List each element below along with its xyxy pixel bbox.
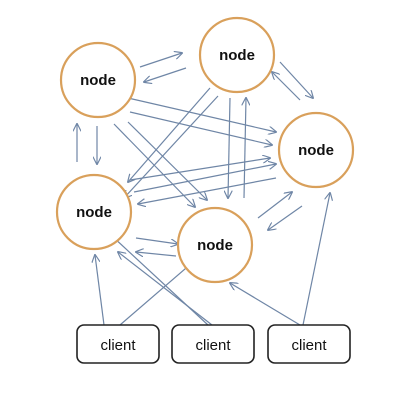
node-label: node [80, 72, 116, 89]
client-label: client [100, 337, 136, 354]
connection-arrow [144, 67, 187, 82]
connection-arrow [118, 252, 213, 326]
connection-arrow [302, 193, 330, 326]
connection-arrow [127, 121, 207, 200]
node-middle-left: node [55, 173, 133, 251]
node-label: node [197, 237, 233, 254]
connection-arrow [244, 98, 246, 199]
connection-arrow [135, 237, 178, 244]
connection-arrow [279, 61, 313, 98]
connection-arrow [129, 158, 270, 181]
connection-arrow [268, 205, 303, 230]
node-bottom-center: node [176, 206, 254, 284]
client-center: client [171, 324, 255, 364]
client-label: client [195, 337, 231, 354]
connection-arrow [138, 177, 277, 204]
connection-arrow [112, 236, 209, 326]
connection-arrow [128, 87, 211, 182]
node-circle [176, 206, 254, 284]
node-right: node [277, 111, 355, 189]
connection-arrow [257, 192, 292, 219]
node-circle [59, 41, 137, 119]
node-circle [198, 16, 276, 94]
connection-arrows [77, 53, 330, 326]
node-label: node [76, 204, 112, 221]
connection-arrow [136, 252, 177, 256]
client-box [171, 324, 255, 364]
node-label: node [219, 47, 255, 64]
connection-arrow [133, 164, 276, 193]
client-right: client [267, 324, 351, 364]
node-circle [277, 111, 355, 189]
connection-arrow [272, 72, 301, 101]
connection-arrow [95, 255, 105, 326]
connection-arrow [124, 95, 219, 198]
connection-arrow [127, 97, 276, 132]
connection-arrow [230, 283, 301, 326]
node-top-center: node [198, 16, 276, 94]
connection-arrow [139, 53, 182, 68]
client-label: client [291, 337, 327, 354]
node-label: node [298, 142, 334, 159]
client-box [267, 324, 351, 364]
client-left: client [76, 324, 160, 364]
node-circle [55, 173, 133, 251]
client-box [76, 324, 160, 364]
connection-arrow [129, 111, 272, 145]
connection-arrow [228, 97, 230, 198]
node-top-left: node [59, 41, 137, 119]
